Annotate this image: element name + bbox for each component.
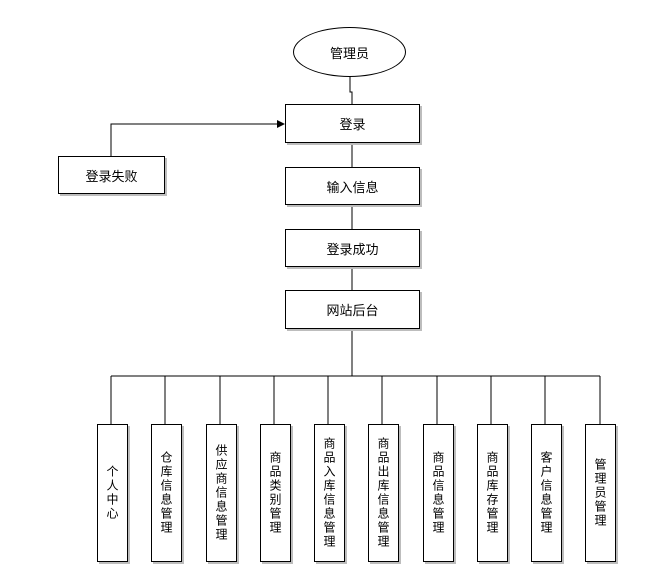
module-box-warehouse-info: 仓库信息管理: [151, 424, 182, 562]
module-box-personal-center: 个人中心: [97, 424, 128, 562]
module-box-product-category: 商品类别管理: [260, 424, 291, 562]
module-box-admin-management: 管理员管理: [585, 424, 616, 562]
input-info-node: 输入信息: [285, 167, 420, 205]
backend-node: 网站后台: [285, 290, 420, 329]
module-box-customer-info: 客户信息管理: [531, 424, 562, 562]
login-fail-node: 登录失败: [58, 156, 165, 194]
module-box-product-stock: 商品库存管理: [477, 424, 508, 562]
module-box-product-outbound: 商品出库信息管理: [368, 424, 399, 562]
module-box-supplier-info: 供应商信息管理: [206, 424, 237, 562]
module-box-product-info: 商品信息管理: [423, 424, 454, 562]
module-box-product-inbound: 商品入库信息管理: [314, 424, 345, 562]
login-node: 登录: [285, 104, 420, 143]
login-success-node: 登录成功: [285, 229, 420, 267]
admin-node: 管理员: [293, 27, 406, 77]
